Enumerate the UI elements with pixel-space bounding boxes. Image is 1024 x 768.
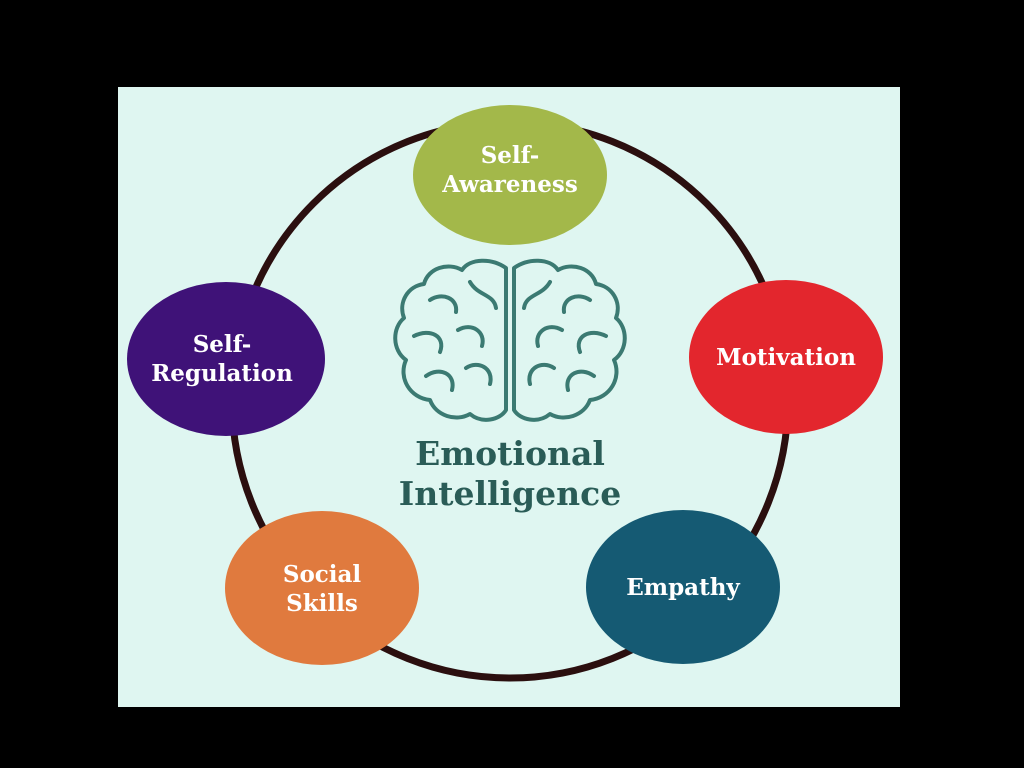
node-empathy-circle [586,510,780,664]
node-empathy: Empathy [586,510,780,664]
node-social-skills: Social Skills [225,511,419,665]
node-motivation-circle [689,280,883,434]
node-self-awareness-label-1: Self- [481,142,540,169]
node-self-regulation-circle [127,282,325,436]
center-title-line-2: Intelligence [399,474,621,513]
node-motivation-label: Motivation [716,344,856,371]
node-empathy-label: Empathy [626,574,740,601]
node-social-skills-label-2: Skills [286,590,358,617]
node-motivation: Motivation [689,280,883,434]
node-social-skills-label-1: Social [283,561,362,588]
center-title-line-1: Emotional [415,434,605,473]
node-self-regulation: Self- Regulation [127,282,325,436]
node-self-awareness-label-2: Awareness [441,171,578,198]
node-social-skills-circle [225,511,419,665]
node-self-regulation-label-1: Self- [193,331,252,358]
brain-icon [393,258,627,422]
node-self-awareness: Self- Awareness [413,105,607,245]
node-self-regulation-label-2: Regulation [151,360,293,387]
node-self-awareness-circle [413,105,607,245]
